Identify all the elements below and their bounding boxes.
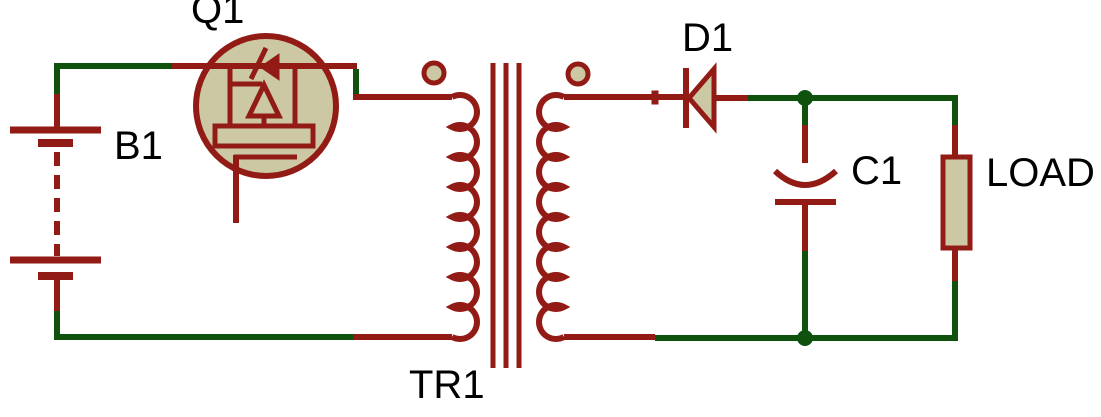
body-diode-triangle-icon (259, 53, 280, 81)
wire-load-return[interactable] (655, 278, 958, 341)
component-battery-b1[interactable] (10, 94, 101, 311)
load-resistor-box (940, 154, 973, 251)
primary-phase-dot-icon (421, 60, 447, 86)
mosfet-substrate-plate (212, 123, 316, 149)
wire-battery-to-q1[interactable] (54, 63, 172, 97)
wire-diode-to-load[interactable] (748, 95, 958, 128)
label-tr1[interactable]: TR1 (409, 363, 485, 407)
secondary-winding-coil (536, 92, 571, 342)
pin-end-tick (651, 90, 659, 105)
component-capacitor-c1[interactable] (772, 125, 839, 251)
wire-primary-return-to-battery[interactable] (54, 308, 353, 340)
junction-dot-top (797, 90, 813, 106)
diode-triangle-icon (685, 62, 717, 134)
capacitor-curved-plate (772, 168, 839, 188)
secondary-phase-dot-icon (565, 61, 591, 87)
primary-winding-coil (445, 92, 480, 342)
component-diode-d1[interactable] (683, 62, 748, 134)
label-q1[interactable]: Q1 (191, 0, 245, 32)
label-b1[interactable]: B1 (114, 124, 163, 168)
component-transformer-tr1[interactable] (353, 60, 684, 368)
label-c1[interactable]: C1 (851, 149, 903, 193)
label-d1[interactable]: D1 (682, 16, 734, 60)
label-load[interactable]: LOAD (986, 151, 1095, 195)
net-wires (54, 63, 958, 346)
junction-dot-bottom (797, 330, 813, 346)
component-mosfet-q1[interactable] (172, 33, 357, 223)
body-diode-slanted-cathode (248, 46, 269, 81)
component-load-resistor[interactable] (940, 125, 973, 281)
